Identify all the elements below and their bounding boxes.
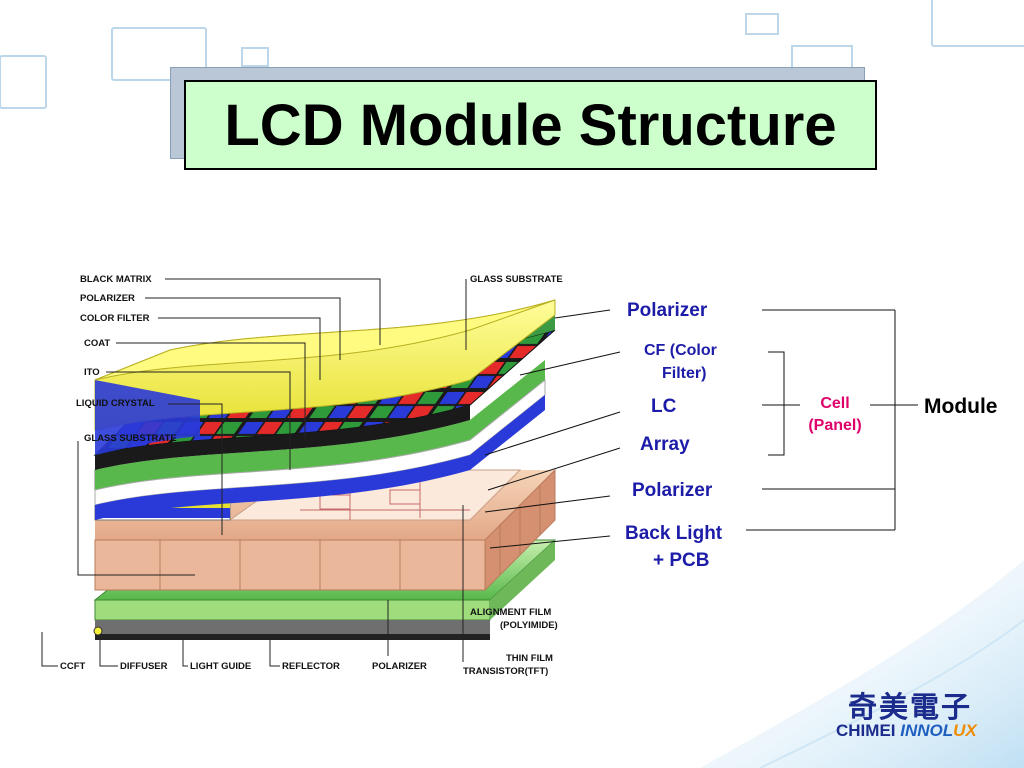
logo-chinese-text: 奇美電子 [848,690,973,724]
layer-label-polarizer-top: Polarizer [627,300,708,321]
diagram-text-labels: BLACK MATRIX POLARIZER COLOR FILTER COAT… [60,274,563,677]
label-ccft: CCFT [60,661,86,672]
label-coat: COAT [84,338,110,349]
group-label-cell-line2: (Panel) [808,417,862,434]
logo-l: L [942,721,954,740]
layer-pointer-lines [484,309,621,549]
logo-chimei: CHIMEI [836,721,896,740]
lower-cell-layers [94,360,546,521]
label-diffuser: DIFFUSER [120,661,168,672]
logo-english-text: CHIMEI INNOLUX [836,721,977,741]
label-liquid-crystal: LIQUID CRYSTAL [76,398,155,409]
logo-ux: UX [953,721,977,740]
title-box: LCD Module Structure [184,80,877,170]
label-color-filter: COLOR FILTER [80,313,150,324]
label-alignment-film-1: ALIGNMENT FILM [470,607,551,618]
group-brackets [746,309,918,531]
label-glass-substrate-left: GLASS SUBSTRATE [84,433,177,444]
group-label-cell-line1: Cell [820,395,850,412]
layer-label-backlight-line2: + PCB [653,550,710,571]
logo-inno: INNO [900,721,943,740]
layer-label-polarizer-bottom: Polarizer [632,480,713,501]
label-light-guide: LIGHT GUIDE [190,661,251,672]
label-tft-1: THIN FILM [506,653,553,664]
layer-label-cf-line1: CF (Color [644,342,717,359]
layer-label-array: Array [640,434,690,455]
label-ito: ITO [84,367,100,378]
label-polarizer-bottom: POLARIZER [372,661,427,672]
page-title: LCD Module Structure [224,92,837,158]
label-alignment-film-2: (POLYIMIDE) [500,620,558,631]
label-black-matrix: BLACK MATRIX [80,274,152,285]
label-glass-substrate-top: GLASS SUBSTRATE [470,274,563,285]
layer-label-backlight-line1: Back Light [625,523,723,544]
group-label-cell: Cell (Panel) [800,393,870,437]
layer-label-cf-line2: Filter) [662,365,707,382]
group-label-module: Module [924,395,998,418]
layer-label-lc: LC [651,396,677,417]
top-layers [94,299,556,455]
label-reflector: REFLECTOR [282,661,340,672]
label-tft-2: TRANSISTOR(TFT) [463,666,548,677]
label-polarizer-top: POLARIZER [80,293,135,304]
diagram-leader-lines [41,278,467,667]
